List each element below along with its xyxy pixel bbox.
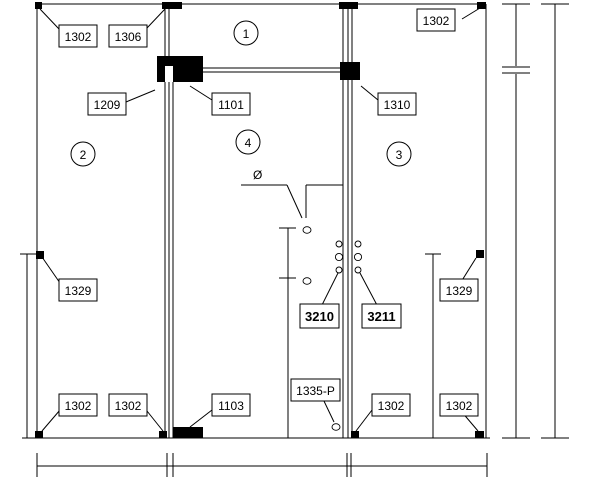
door-dimension-lines (279, 227, 441, 438)
part-labels: 1302 1306 1302 1209 1101 1310 1329 1329 … (58, 8, 479, 417)
bottom-right-inner-patch (351, 431, 359, 438)
zone-1-label: 1 (243, 27, 250, 41)
part-label: 1101 (218, 98, 244, 112)
header-patch-right (340, 62, 360, 80)
handle-label: 3211 (367, 309, 395, 324)
handle-hole (335, 266, 343, 274)
part-label: 1302 (115, 399, 142, 413)
diameter-leader: Ø (241, 168, 343, 219)
bottom-left-inner-patch (159, 431, 167, 438)
part-label: 1302 (378, 399, 405, 413)
left-mid-clip (36, 251, 44, 259)
zone-4-label: 4 (245, 136, 252, 150)
part-label: 1302 (423, 14, 450, 28)
diameter-hole (302, 226, 312, 234)
part-label: 1103 (218, 399, 244, 413)
handle-hole (334, 252, 344, 262)
bottom-width-dimensions (36, 453, 488, 477)
frame-outline (22, 3, 490, 439)
right-mid-clip (476, 250, 484, 258)
part-label: 1302 (65, 30, 92, 44)
leader-lines (39, 7, 481, 432)
handle-hole (335, 240, 343, 248)
diameter-symbol: Ø (253, 168, 262, 182)
part-label: 1209 (94, 98, 121, 112)
handle-hole-left (302, 277, 312, 285)
bottom-pivot-patch (173, 427, 203, 438)
lock-label: 1335-P (296, 384, 335, 398)
right-height-dimensions (502, 3, 569, 439)
handle-hole (354, 266, 362, 274)
bottom-left-corner-patch (35, 431, 43, 438)
left-height-dimension (20, 253, 37, 438)
part-label: 1329 (446, 284, 473, 298)
top-right-mid-patch (339, 2, 358, 9)
part-label: 1329 (65, 284, 92, 298)
lock-hole (331, 423, 341, 431)
part-label: 1306 (115, 30, 142, 44)
top-pivot-patch (162, 2, 182, 9)
zone-2-label: 2 (80, 148, 87, 162)
part-label: 1310 (384, 98, 411, 112)
handle-holes (302, 226, 363, 431)
bottom-right-corner-patch (475, 431, 484, 438)
top-left-corner-patch (35, 2, 42, 9)
part-label: 1302 (65, 399, 92, 413)
zone-3-label: 3 (396, 148, 403, 162)
handle-hole (354, 240, 362, 248)
handle-label: 3210 (305, 309, 334, 324)
hardware-blocks (35, 2, 486, 438)
handle-hole (353, 252, 363, 262)
header-patch-left (157, 56, 203, 82)
header-rail (203, 67, 342, 73)
part-label: 1302 (446, 399, 473, 413)
top-right-corner-patch (477, 2, 486, 9)
zone-markers: 1 2 3 4 (70, 20, 412, 167)
